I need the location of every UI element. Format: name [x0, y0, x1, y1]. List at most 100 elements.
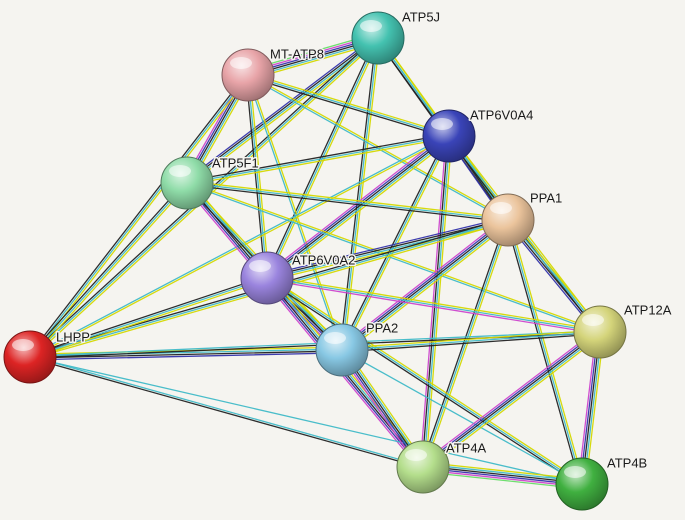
node-sphere[interactable] [351, 11, 405, 65]
edge-evidence-line [186, 137, 450, 186]
node-label: ATP4B [607, 456, 647, 471]
node-label: ATP5J [402, 10, 440, 25]
edge-evidence-line [29, 182, 188, 358]
edge-evidence-line [267, 275, 584, 484]
node-sphere[interactable] [573, 305, 627, 359]
edge-evidence-line [422, 467, 583, 486]
edge-mt-atp8-ppa2 [246, 74, 344, 351]
edge-atp5f1-lhpp [27, 181, 190, 359]
edge-evidence-line [266, 277, 601, 333]
edge-evidence-line [339, 37, 377, 351]
edge-atp6v0a2-atp12a [266, 275, 601, 335]
edge-evidence-line [247, 74, 268, 279]
node-highlight [324, 332, 346, 344]
edge-evidence-line [266, 275, 601, 331]
node-sphere[interactable] [160, 156, 214, 210]
node-lhpp[interactable]: LHPP [3, 328, 91, 384]
node-sphere[interactable] [3, 330, 57, 384]
edge-evidence-line [423, 332, 602, 470]
node-atp4b[interactable]: ATP4B [555, 454, 649, 511]
edge-evidence-line [422, 461, 584, 480]
edge-evidence-line [29, 355, 424, 467]
edge-evidence-line [247, 74, 450, 137]
node-label: MT-ATP8 [270, 47, 324, 62]
edge-evidence-line [343, 222, 511, 354]
node-label: ATP4A [446, 441, 487, 456]
node-sphere[interactable] [422, 109, 476, 163]
node-sphere[interactable] [481, 193, 535, 247]
edge-evidence-line [186, 180, 509, 219]
node-label: PPA1 [530, 191, 562, 206]
edge-evidence-line [422, 465, 583, 484]
edge-evidence-line [265, 216, 508, 276]
node-ppa1[interactable]: PPA1 [481, 189, 564, 247]
node-highlight [360, 20, 382, 32]
node-label: LHPP [56, 330, 90, 345]
edge-evidence-line [421, 135, 449, 468]
node-sphere[interactable] [240, 251, 294, 305]
edge-evidence-line [247, 72, 451, 135]
edge-mt-atp8-lhpp [27, 73, 251, 359]
edge-evidence-line [185, 36, 379, 183]
edge-evidence-line [266, 37, 379, 279]
edge-evidence-line [266, 218, 509, 278]
edge-evidence-line [29, 277, 268, 358]
edge-evidence-line [186, 184, 509, 223]
node-highlight [431, 118, 453, 130]
edge-evidence-line [29, 136, 451, 359]
node-sphere[interactable] [555, 457, 609, 511]
edge-evidence-line [246, 76, 450, 139]
node-sphere[interactable] [221, 48, 275, 102]
edge-evidence-line [421, 471, 583, 490]
node-atp4a[interactable]: ATP4A [396, 439, 488, 494]
edge-evidence-line [266, 220, 509, 280]
edge-evidence-line [266, 279, 601, 335]
edge-evidence-line [28, 275, 268, 356]
edge-evidence-line [29, 330, 601, 357]
edge-evidence-line [248, 74, 344, 351]
node-atp5f1[interactable]: ATP5F1 [160, 154, 260, 210]
edge-evidence-line [422, 469, 583, 488]
edge-evidence-line [419, 135, 447, 468]
node-label: ATP5F1 [212, 156, 259, 171]
node-atp5j[interactable]: ATP5J [351, 8, 442, 65]
edge-evidence-line [341, 219, 509, 351]
edge-mt-atp8-atp6v0a2 [245, 74, 270, 279]
node-atp12a[interactable]: ATP12A [573, 301, 673, 359]
edge-evidence-line [341, 333, 601, 353]
edge-ppa2-atp4b [341, 349, 583, 485]
edge-atp12a-atp4a [420, 328, 603, 471]
edge-evidence-line [186, 133, 450, 182]
edge-atp6v0a4-atp4a [419, 135, 453, 468]
edge-evidence-line [29, 74, 249, 358]
edge-evidence-line [266, 135, 450, 279]
edge-evidence-line [509, 218, 585, 485]
node-highlight [405, 449, 427, 461]
edge-evidence-line [265, 133, 449, 278]
node-sphere[interactable] [315, 323, 369, 377]
edge-atp5j-atp5f1 [184, 35, 381, 186]
node-sphere[interactable] [396, 440, 450, 494]
node-label: PPA2 [366, 321, 398, 336]
edge-evidence-line [422, 331, 601, 468]
edge-evidence-line [265, 278, 582, 487]
edge-evidence-line [27, 73, 248, 357]
edge-evidence-line [30, 183, 190, 359]
edge-atp5j-ppa2 [339, 37, 381, 351]
node-atp6v0a4[interactable]: ATP6V0A4 [422, 106, 535, 163]
node-highlight [12, 339, 34, 351]
node-highlight [230, 57, 252, 69]
edge-evidence-line [424, 334, 603, 471]
edge-ppa1-atp6v0a2 [265, 216, 510, 282]
edge-ppa1-ppa2 [339, 216, 511, 354]
edge-evidence-line [425, 135, 453, 468]
node-atp6v0a2[interactable]: ATP6V0A2 [240, 251, 357, 305]
edge-evidence-line [424, 219, 511, 469]
node-highlight [169, 165, 191, 177]
edge-evidence-line [267, 136, 451, 281]
edge-evidence-line [30, 75, 251, 359]
node-mt-atp8[interactable]: MT-ATP8 [221, 45, 325, 102]
node-ppa2[interactable]: PPA2 [315, 319, 400, 377]
edge-evidence-line [423, 135, 451, 468]
